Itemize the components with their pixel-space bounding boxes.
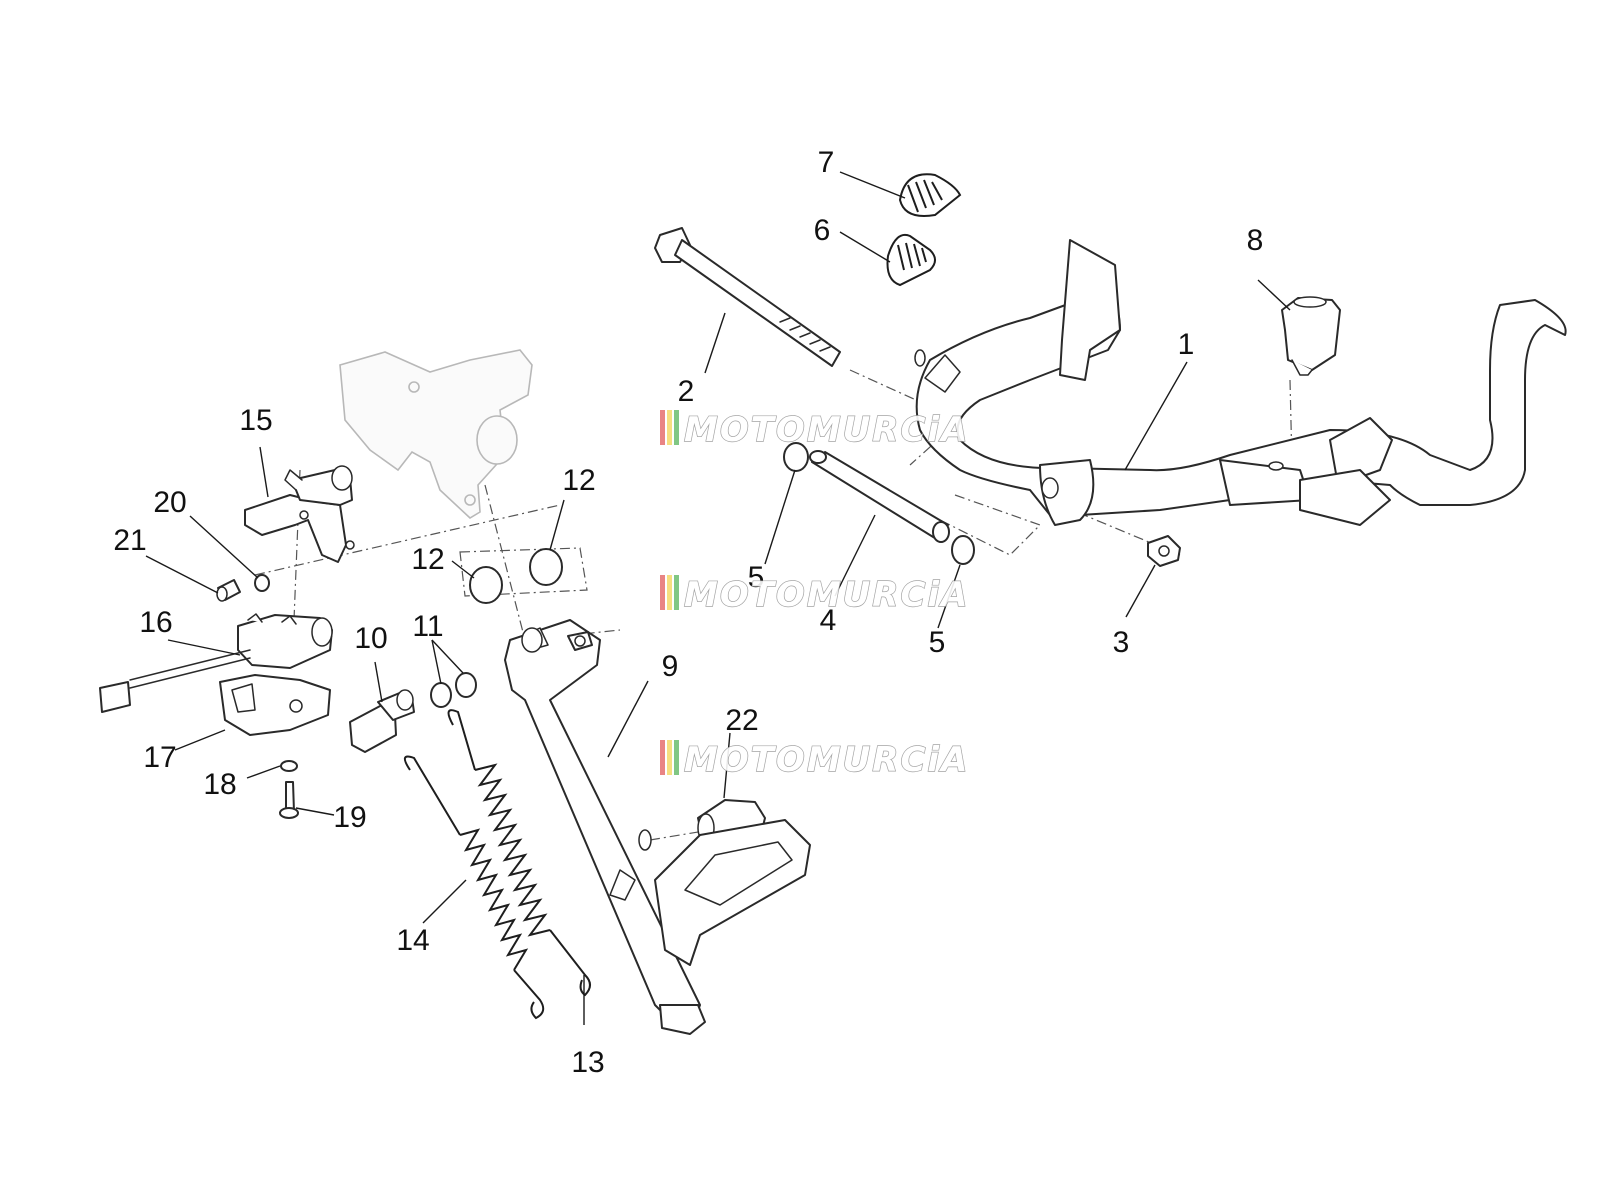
watermark-stripe-yellow [667,575,672,610]
watermark-stripe-yellow [667,740,672,775]
callout-7: 7 [818,146,835,179]
callout-16: 16 [139,606,172,639]
watermark-1: MOTOMURCiA [660,409,969,451]
spring-13 [447,709,591,997]
watermark-stripe-green [674,740,679,775]
watermark-stripe-red [660,575,665,610]
watermark-stripe-red [660,410,665,445]
watermark-text: MOTOMURCiA [684,740,969,780]
callout-13: 13 [571,1046,604,1079]
callout-11: 11 [412,610,443,643]
side-stand-switch [99,613,333,713]
callout-22: 22 [725,704,758,737]
washer-18 [280,760,298,772]
callout-leaders [145,171,1291,1025]
callout-5-right: 5 [929,626,946,659]
washer-20 [254,574,270,592]
callout-17: 17 [143,741,176,774]
watermark-2: MOTOMURCiA [660,574,969,616]
stand-foot-plate [654,819,811,966]
watermark-stripe-green [674,575,679,610]
callout-15: 15 [239,404,272,437]
watermark-stripe-yellow [667,410,672,445]
frame-bracket-reference [339,349,533,519]
callout-10: 10 [354,622,387,655]
switch-holder [219,674,331,736]
callout-19: 19 [333,801,366,834]
callout-6: 6 [814,214,831,247]
nut [1147,535,1181,567]
callout-4: 4 [820,604,837,637]
screw-21 [216,579,241,602]
watermark-text: MOTOMURCiA [684,410,969,450]
callout-3: 3 [1113,626,1130,659]
callout-20: 20 [153,486,186,519]
sensor-bracket [244,465,355,563]
callout-8: 8 [1247,224,1264,257]
callout-1: 1 [1178,328,1195,361]
side-stand [504,619,706,1035]
spring-6 [886,234,936,287]
callout-12-left: 12 [411,543,444,576]
spring-7 [898,173,962,217]
o-rings [469,548,563,604]
side-stand-pin [349,689,415,753]
callout-2: 2 [678,375,695,408]
pivot-pin [809,450,950,543]
rubber-buffer [1281,296,1341,376]
callout-18: 18 [203,768,236,801]
stand-bolt [654,227,841,367]
callout-12-top: 12 [562,464,595,497]
spring-14 [403,755,545,1020]
washers-11 [430,672,477,708]
washers [783,442,975,565]
callout-labels: 1 2 3 4 5 5 5 6 7 8 9 10 11 12 12 13 14 … [113,146,1264,1079]
screw-19 [279,781,299,819]
watermark-text: MOTOMURCiA [684,575,969,615]
watermark-3: MOTOMURCiA [660,739,969,781]
watermark-stripe-green [674,410,679,445]
callout-5-left: 5 [748,561,765,594]
callout-9: 9 [662,650,679,683]
callout-14: 14 [396,924,429,957]
main-center-stand [914,239,1567,526]
watermark-stripe-red [660,740,665,775]
callout-21: 21 [113,524,146,557]
